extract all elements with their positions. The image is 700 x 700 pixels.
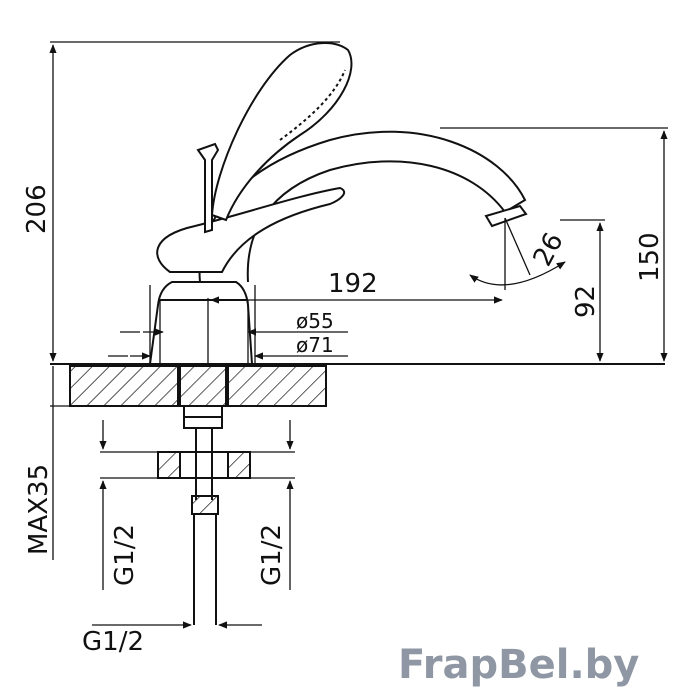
watermark-logo: FrapBel.by: [398, 642, 639, 688]
dim-base-outer-diameter: ø71: [296, 333, 334, 357]
dim-connection-right: G1/2: [257, 524, 287, 586]
dim-base-inner-diameter: ø55: [296, 309, 334, 333]
dim-outlet-angle: 26: [528, 228, 570, 271]
dim-spout-height: 150: [635, 232, 665, 282]
dim-reach: 192: [328, 269, 378, 299]
dim-max-deck-thickness: MAX35: [24, 464, 54, 555]
dim-connection-bottom: G1/2: [82, 627, 144, 657]
dim-outlet-height: 92: [571, 285, 601, 318]
hand-shower: [210, 42, 353, 222]
dimension-lines: [49, 41, 668, 629]
lever-handle: [156, 142, 346, 273]
faucet-body: [148, 281, 254, 365]
dim-total-height: 206: [22, 184, 52, 234]
deck-surface: [50, 363, 665, 407]
mounting-stud: [157, 365, 251, 625]
dim-connection-left: G1/2: [110, 524, 140, 586]
